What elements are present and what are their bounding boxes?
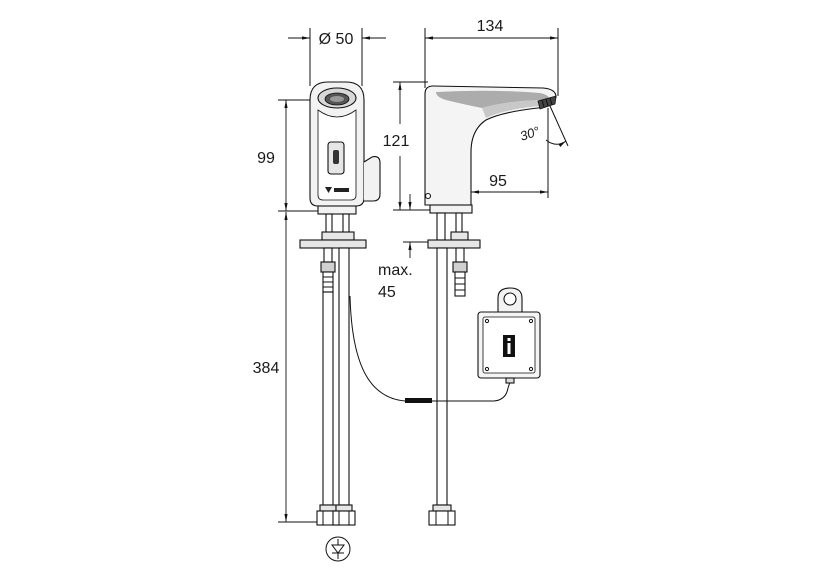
- angle-line: [549, 105, 569, 147]
- side-bottom-nut: [428, 510, 456, 526]
- box-screw-br: [528, 366, 534, 372]
- side-thread-lines: [455, 277, 465, 291]
- label-angle: 30°: [518, 123, 541, 143]
- cable-connector: [405, 398, 432, 403]
- logo-bar: [334, 188, 349, 192]
- label-max: max.: [378, 262, 413, 279]
- front-bottom-collar-left: [319, 504, 337, 512]
- box-screw-bl: [484, 366, 490, 372]
- label-width: 134: [477, 18, 504, 35]
- front-fitting-stem: [323, 247, 333, 263]
- front-nut-right-facets: [338, 511, 350, 525]
- side-aerator-hatch: [541, 97, 553, 108]
- valve-symbol-icon: [325, 536, 351, 562]
- logo-mark-icon: [325, 187, 332, 193]
- side-bottom-collar: [432, 504, 452, 512]
- side-fitting-stem: [455, 247, 465, 263]
- label-side-height: 121: [383, 133, 410, 150]
- lever: [363, 156, 381, 202]
- front-nut-top: [321, 231, 355, 241]
- front-fitting-hex: [320, 261, 336, 273]
- side-fitting-hex: [452, 261, 468, 273]
- side-pipe: [436, 247, 448, 506]
- side-stud-left: [436, 212, 446, 241]
- front-thread-lines: [323, 276, 333, 288]
- sensor-lens: [333, 150, 339, 164]
- front-bottom-collar-right: [335, 504, 353, 512]
- aerator-inner: [330, 96, 344, 102]
- label-reach: 95: [489, 173, 507, 190]
- box-cable: [432, 381, 511, 402]
- info-icon: [503, 335, 515, 357]
- side-base: [429, 204, 473, 214]
- side-nut-top: [450, 231, 469, 241]
- label-total-height: 384: [253, 360, 280, 377]
- label-diameter: Ø 50: [319, 31, 354, 48]
- front-mounting-plate: [299, 239, 367, 249]
- control-unit: [349, 287, 541, 403]
- label-front-height: 99: [257, 150, 275, 167]
- angle-arc: [545, 139, 567, 147]
- side-spout-shade: [482, 100, 549, 118]
- side-top-shade: [436, 90, 550, 108]
- sensor-cable: [349, 295, 406, 402]
- front-view: Ø 50 99 384: [253, 28, 386, 562]
- side-view: 134 121 max. 45 95 30°: [378, 18, 569, 526]
- box-screw-tl: [484, 318, 490, 324]
- side-nut-facets: [435, 511, 449, 525]
- front-base: [317, 205, 357, 215]
- box-screw-tr: [528, 318, 534, 324]
- side-mounting-plate: [427, 239, 481, 249]
- label-max-value: 45: [378, 284, 396, 301]
- front-bottom-nut-right: [332, 510, 356, 526]
- box-cable-gland: [505, 377, 515, 384]
- box-hanger-hole: [503, 292, 517, 306]
- front-pipe-right: [338, 247, 350, 506]
- front-pipe-left: [322, 291, 334, 506]
- side-sensor-dot: [424, 192, 432, 200]
